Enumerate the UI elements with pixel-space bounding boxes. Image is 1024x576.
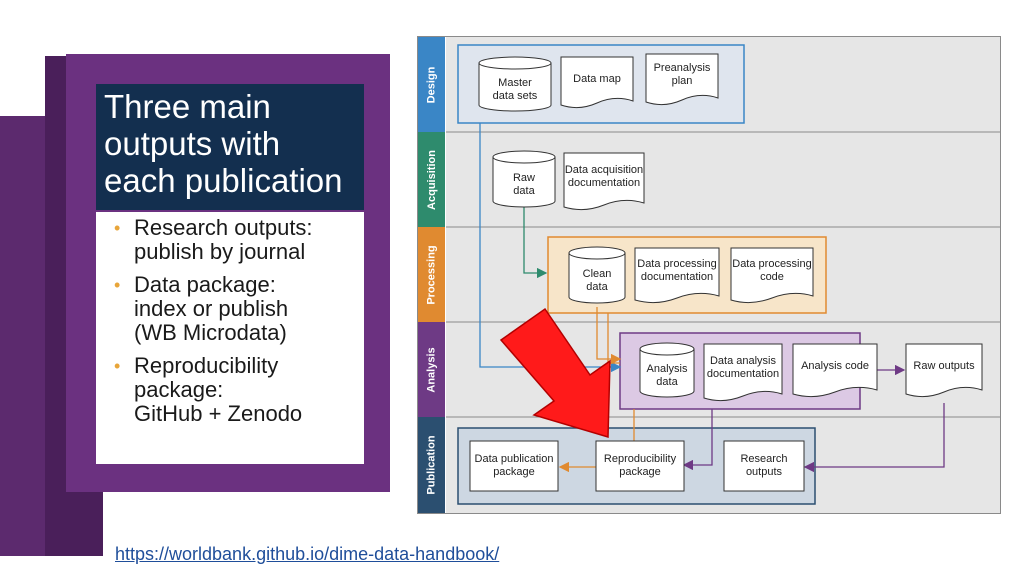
node-preanalysis-plan: Preanalysis plan (653, 62, 711, 87)
lane-label-processing: Processing (425, 244, 438, 305)
bullet-dot-icon: • (114, 356, 121, 376)
node-clean-data: Clean data (582, 268, 612, 293)
bullet-dot-icon: • (114, 275, 121, 295)
node-data-processing-documentation: Data processing documentation (637, 258, 717, 283)
slide-title: Three main outputs with each publication (104, 88, 343, 199)
bullets-box: • Research outputs: publish by journal • D… (96, 212, 364, 464)
lane-label-publication: Publication (425, 435, 438, 495)
node-data-analysis-documentation: Data analysis documentation (706, 355, 780, 380)
lane-label-acquisition: Acquisition (425, 149, 438, 210)
bullet-item: • Research outputs: publish by journal (104, 216, 364, 264)
lane-label-design: Design (425, 66, 438, 103)
bullet-text: Reproducibility package: GitHub + Zenodo (134, 353, 303, 426)
bullet-item: • Data package: index or publish (WB Micr… (104, 273, 364, 345)
bullet-item: • Reproducibility package: GitHub + Zenod… (104, 354, 364, 426)
node-raw-outputs: Raw outputs (913, 359, 975, 372)
bullet-dot-icon: • (114, 218, 121, 238)
node-data-map: Data map (573, 72, 621, 85)
node-reproducibility-package: Reproducibility package (603, 453, 677, 478)
bullet-text: Research outputs: publish by journal (134, 215, 313, 264)
highlight-arrow (499, 307, 611, 438)
node-master-data-sets: Master data sets (492, 77, 538, 102)
node-data-processing-code: Data processing code (732, 258, 812, 283)
node-analysis-data: Analysis data (646, 363, 688, 388)
handbook-link[interactable]: https://worldbank.github.io/dime-data-ha… (115, 544, 500, 564)
node-research-outputs: Research outputs (740, 453, 788, 478)
flowchart-graphics (418, 37, 1000, 513)
node-raw-data: Raw data (512, 172, 535, 197)
decorative-back-panel (0, 116, 45, 556)
node-data-publication-package: Data publication package (474, 453, 554, 478)
lane-label-analysis: Analysis (425, 346, 438, 393)
bullet-list: • Research outputs: publish by journal • D… (96, 212, 364, 426)
flowchart: Design Acquisition Processing Analysis P… (417, 36, 1001, 514)
node-analysis-code: Analysis code (801, 359, 869, 372)
node-data-acquisition-documentation: Data acquisition documentation (564, 164, 644, 189)
bullet-text: Data package: index or publish (WB Micro… (134, 272, 289, 345)
title-box: Three main outputs with each publication (96, 84, 364, 210)
